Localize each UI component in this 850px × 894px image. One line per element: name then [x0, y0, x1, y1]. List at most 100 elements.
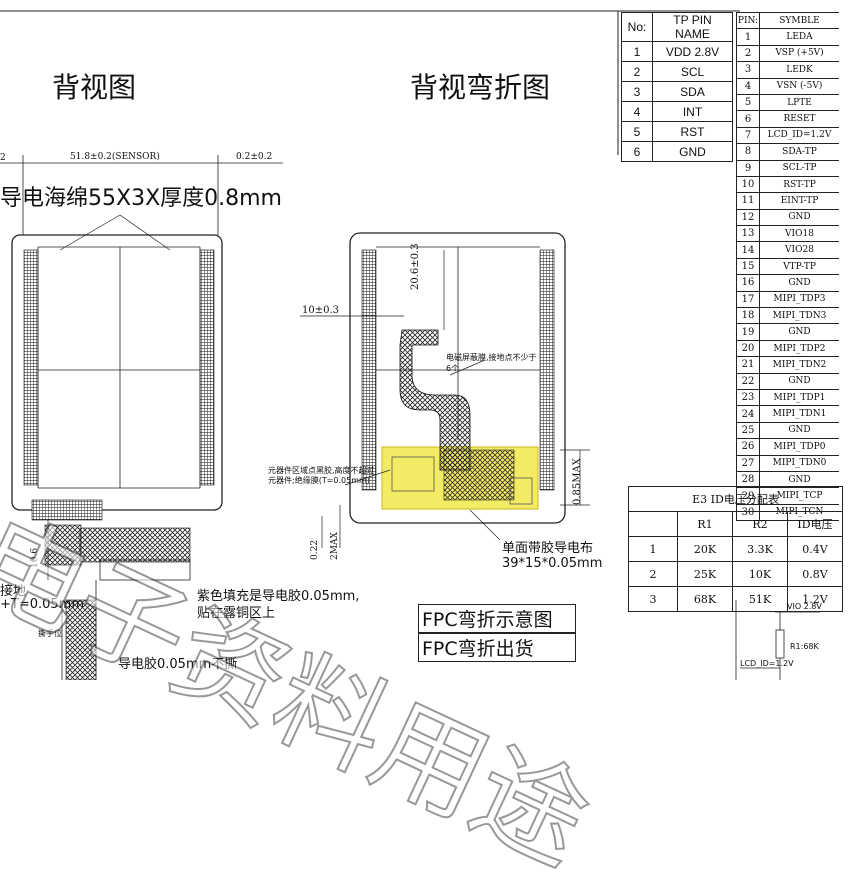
pin-number: 1	[737, 29, 760, 45]
fpc-bend-ship-label: FPC弯折出货	[418, 633, 576, 662]
pin-symbol: LEDK	[786, 64, 813, 75]
thickness-note: +T=0.05mm	[0, 597, 84, 612]
pin-row: 2 VSP (+5V)	[737, 45, 839, 63]
e3-cell: 3	[628, 586, 678, 612]
pin-number: 20	[737, 340, 760, 357]
e3-cell: 3.3K	[732, 536, 788, 562]
pin-symbol: LEDA	[786, 32, 813, 43]
fpc-bend-diagram-label: FPC弯折示意图	[418, 604, 576, 633]
dim-offset-10: 10±0.3	[302, 305, 340, 316]
pin-symbol: EINT-TP	[780, 195, 819, 206]
pin-row: 7 LCD_ID=1.2V	[737, 127, 839, 145]
dim-022: 0.22	[310, 539, 320, 560]
pin-row: 27 MIPI_TDN0	[737, 455, 839, 472]
pin-symbol: MIPI_TDN0	[772, 458, 827, 469]
pin-number: 2	[737, 45, 760, 62]
dim-2max: 2MAX	[330, 532, 340, 560]
e3-header: R1	[677, 511, 733, 537]
e3-header	[628, 511, 678, 537]
conductive-cloth-size: 39*15*0.05mm	[502, 556, 603, 571]
e3-header: R2	[732, 511, 788, 537]
e3-cell: 20K	[677, 536, 733, 562]
schematic-vio: VIO 2.8V	[787, 602, 822, 611]
pin-number: 13	[737, 226, 760, 242]
pin-number: 26	[737, 439, 760, 455]
pin-row: 11 EINT-TP	[737, 193, 839, 210]
tp-row-name: INT	[652, 101, 733, 122]
e3-cell: 25K	[677, 561, 733, 587]
dim-vertical-20: 20.6±0.3	[410, 243, 421, 290]
pin-symbol: GND	[788, 327, 811, 338]
e3-cell: 2	[628, 561, 678, 587]
pin-header-pin: PIN:	[737, 13, 760, 29]
conductive-cloth-note: 单面带胶导电布	[502, 541, 594, 556]
pin-symbol: MIPI_TDN3	[772, 310, 827, 321]
pin-row: 6 RESET	[737, 111, 839, 128]
pin-symbol: SCL-TP	[782, 163, 817, 174]
pin-symbol: VSP (+5V)	[775, 48, 824, 59]
pin-row: 15 VTP-TP	[737, 258, 839, 276]
pin-symbol: MIPI_TDP3	[773, 294, 826, 305]
pin-number: 22	[737, 373, 760, 389]
pin-symbol: GND	[788, 277, 811, 288]
back-bend-view-title: 背视弯折图	[410, 71, 551, 104]
pin-number: 5	[737, 94, 760, 111]
dim-right-tol: 0.2±0.2	[236, 152, 273, 162]
pin-symbol: LCD_ID=1.2V	[767, 130, 832, 141]
e3-cell: 51K	[732, 586, 788, 612]
bend-view-panel	[300, 232, 590, 548]
pin-number: 27	[737, 455, 760, 471]
pin-number: 6	[737, 111, 760, 127]
pin-row: 1 LEDA	[737, 29, 839, 46]
pin-row: 13 VIO18	[737, 226, 839, 243]
pin-row: 9 SCL-TP	[737, 160, 839, 177]
back-view-title: 背视图	[52, 71, 137, 104]
tp-row-no: 1	[621, 41, 653, 62]
e3-cell: 68K	[677, 586, 733, 612]
pin-number: 4	[737, 78, 760, 94]
pin-row: 25 GND	[737, 422, 839, 440]
pin-symbol: RESET	[783, 114, 816, 125]
pin-symbol: GND	[788, 425, 811, 436]
ground-note: 接地	[0, 584, 27, 599]
pin-number: 3	[737, 62, 760, 78]
tp-row-no: 2	[621, 61, 653, 82]
tp-header-no: No:	[621, 12, 653, 42]
tp-row-name: SDA	[652, 81, 733, 102]
tape-note: 导电胶0.05mm不撕	[118, 657, 238, 672]
pin-row: 19 GND	[737, 324, 839, 341]
pin-number: 9	[737, 160, 760, 176]
pin-symbol: VIO18	[785, 228, 814, 239]
pin-number: 19	[737, 324, 760, 340]
dim-vertical-085: 0.85MAX	[572, 458, 583, 505]
shield-note: 电磁屏蔽膜,接地点不少于6个	[446, 353, 537, 373]
pin-header-symbol: SYMBLE	[779, 15, 820, 26]
purple-fill-note: 紫色填充是导电胶0.05mm,	[197, 589, 360, 604]
pin-number: 18	[737, 308, 760, 324]
tp-header-name: TP PIN NAME	[652, 12, 733, 42]
pin-row: 26 MIPI_TDP0	[737, 439, 839, 456]
tp-row-name: RST	[652, 121, 733, 142]
pin-number: 28	[737, 471, 760, 488]
pin-number: 15	[737, 258, 760, 275]
pin-symbol: VTP-TP	[783, 261, 816, 272]
pin-number: 11	[737, 193, 760, 209]
pin-number: 7	[737, 127, 760, 144]
id-resistor-schematic	[735, 600, 820, 680]
e3-table-title: E3 ID电压分配表	[628, 486, 843, 512]
pin-symbol: SDA-TP	[782, 146, 817, 157]
pin-number: 25	[737, 422, 760, 439]
pin-symbol: MIPI_TDP0	[773, 441, 826, 452]
pin-symbol: GND	[788, 474, 811, 485]
